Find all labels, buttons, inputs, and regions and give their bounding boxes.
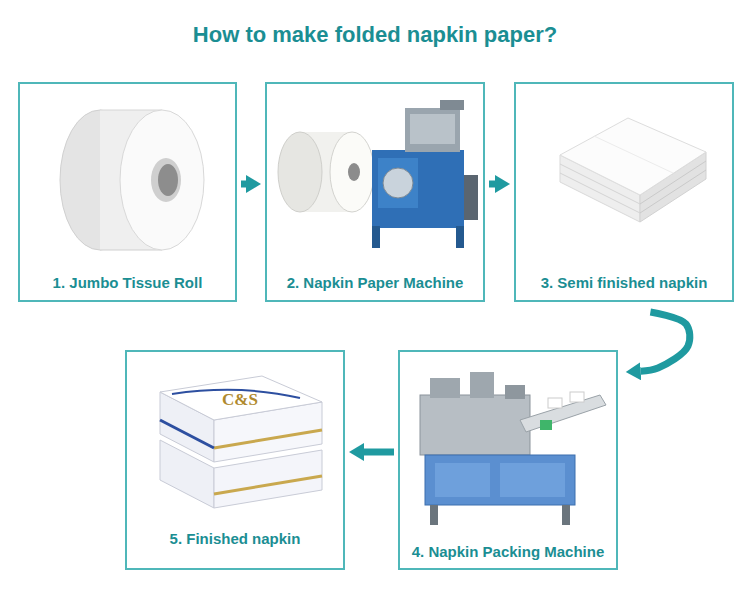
step-box: 2. Napkin Paper Machine [265,82,485,302]
label-wrap: C&S [222,390,258,410]
napkin-package [160,376,322,508]
packing-machine [420,372,606,525]
flow-arrow [241,181,246,188]
step-label: 1. Jumbo Tissue Roll [53,274,203,291]
flow-arrow [489,181,495,188]
flow-arrow [364,449,394,456]
flow-arrow [641,312,690,371]
napkin-stack [560,118,706,222]
step-box: 4. Napkin Packing Machine [398,350,618,570]
package-brand: C&S [222,390,258,410]
step-box: 1. Jumbo Tissue Roll [18,82,237,302]
diagram-title: How to make folded napkin paper? [193,22,557,48]
step-label: 2. Napkin Paper Machine [287,274,464,291]
step-box: 5. Finished napkin [125,350,345,570]
step-label: 5. Finished napkin [170,530,301,547]
step-box: 3. Semi finished napkin [514,82,734,302]
step-label: 3. Semi finished napkin [541,274,708,291]
step-label: 4. Napkin Packing Machine [412,543,605,560]
title-wrap: How to make folded napkin paper? [0,22,750,48]
napkin-machine [278,100,478,248]
tissue-roll [60,110,204,250]
